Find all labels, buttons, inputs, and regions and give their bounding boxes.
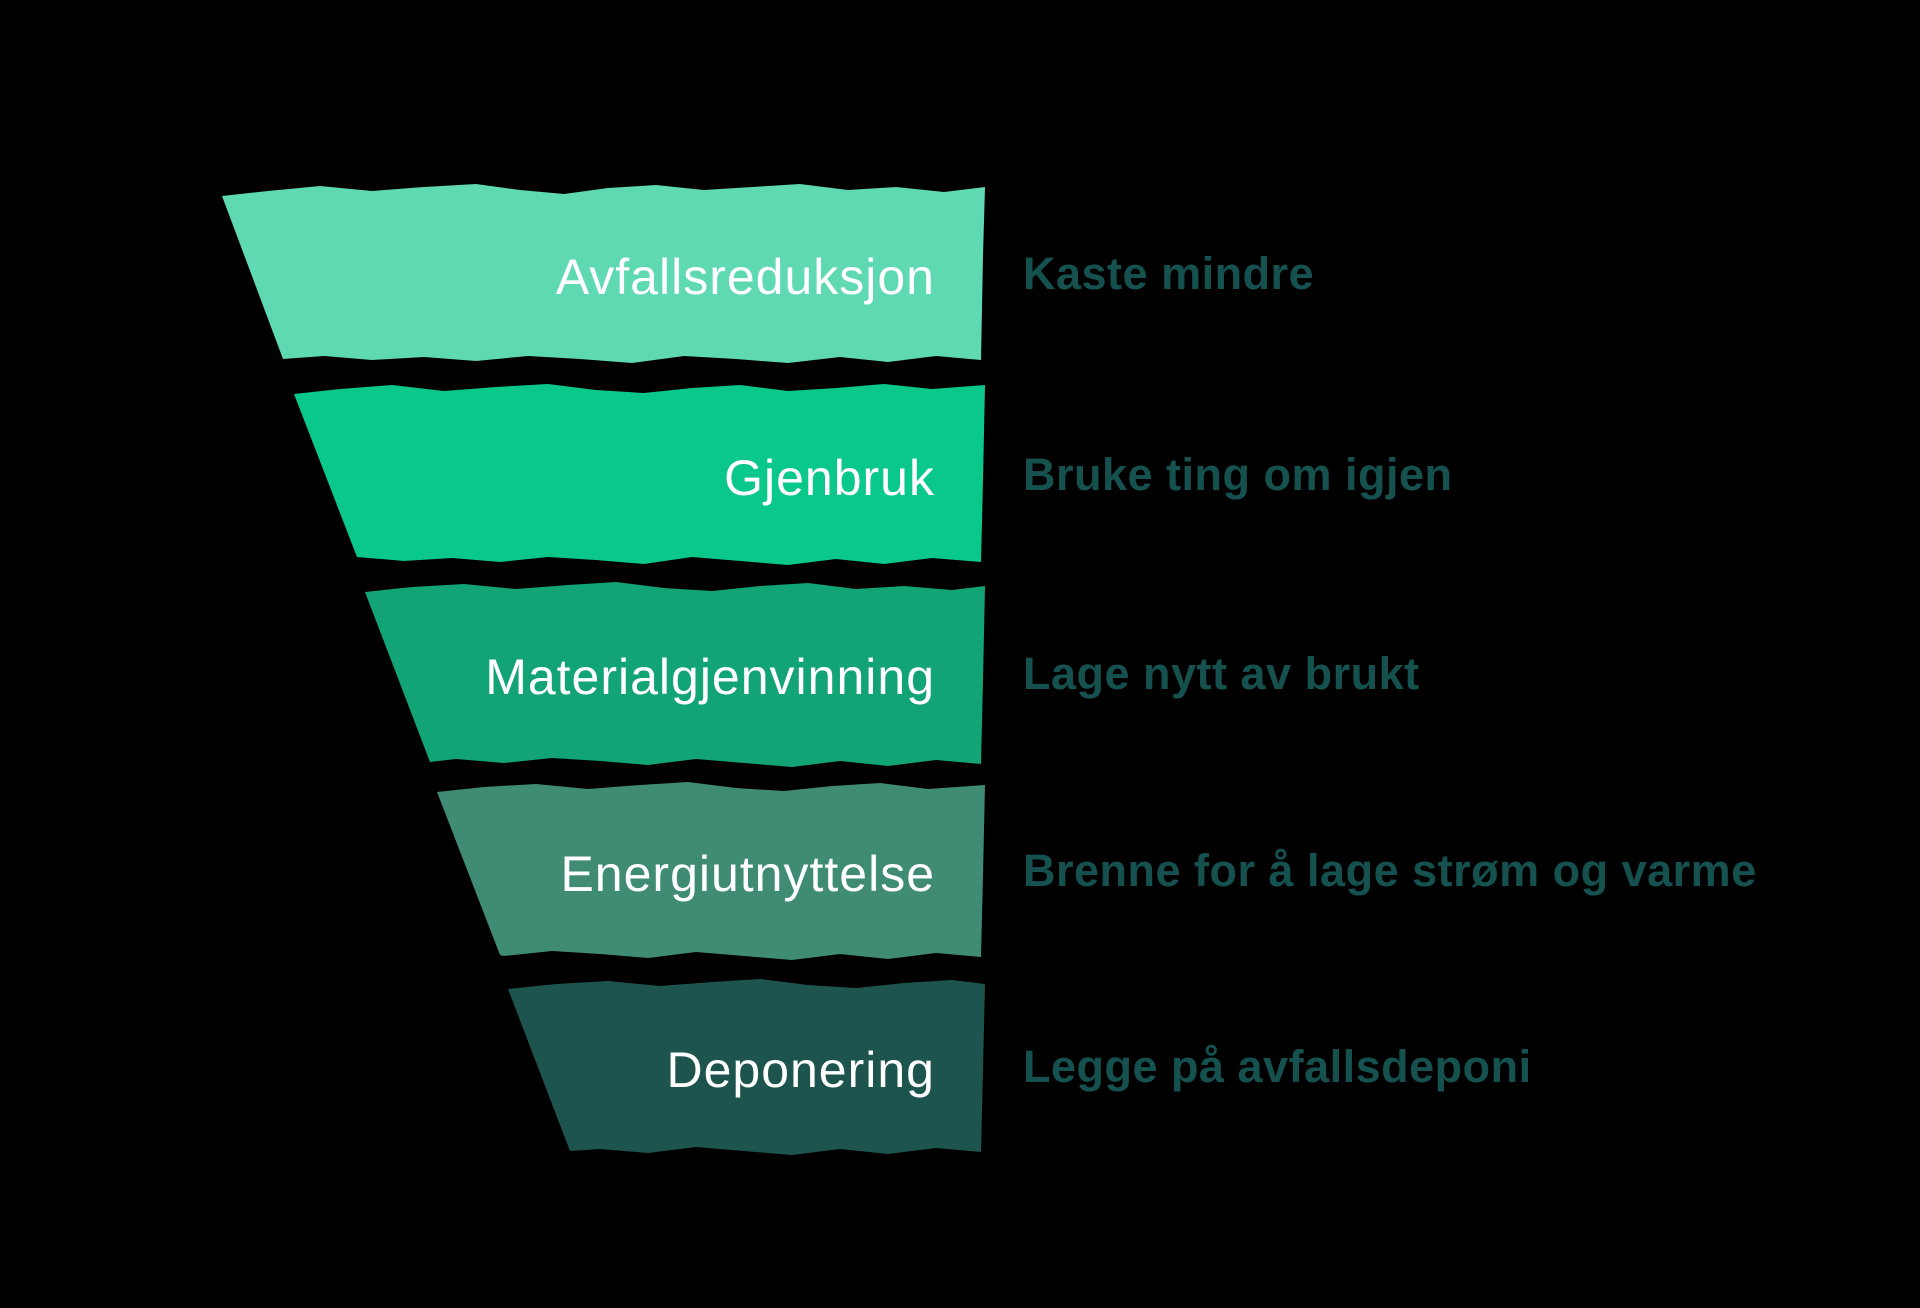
funnel-level-3-description: Lage nytt av brukt <box>1023 648 1420 699</box>
funnel-level-2-shape <box>294 384 985 565</box>
funnel-level-5-description: Legge på avfallsdeponi <box>1023 1041 1532 1092</box>
funnel-level-4-description: Brenne for å lage strøm og varme <box>1023 845 1757 896</box>
funnel-level-3-shape <box>365 582 985 767</box>
funnel-level-2-label: Gjenbruk <box>724 450 935 506</box>
funnel-level-deponering: Deponering <box>508 979 985 1155</box>
funnel-level-1-shape <box>222 184 985 363</box>
funnel-level-gjenbruk: Gjenbruk <box>294 384 985 565</box>
funnel-level-2-description: Bruke ting om igjen <box>1023 449 1453 500</box>
funnel-level-avfallsreduksjon: Avfallsreduksjon <box>222 184 985 363</box>
funnel-level-5-label: Deponering <box>666 1042 935 1098</box>
funnel-level-5-shape <box>508 979 985 1155</box>
funnel-level-materialgjenvinning: Materialgjenvinning <box>365 582 985 767</box>
funnel-level-1-label: Avfallsreduksjon <box>556 249 935 305</box>
funnel-level-4-label: Energiutnyttelse <box>560 846 935 902</box>
funnel-level-1-description: Kaste mindre <box>1023 248 1314 299</box>
funnel-level-3-label: Materialgjenvinning <box>485 649 935 705</box>
funnel-level-4-shape <box>437 782 985 960</box>
funnel-level-energiutnyttelse: Energiutnyttelse <box>437 782 985 960</box>
